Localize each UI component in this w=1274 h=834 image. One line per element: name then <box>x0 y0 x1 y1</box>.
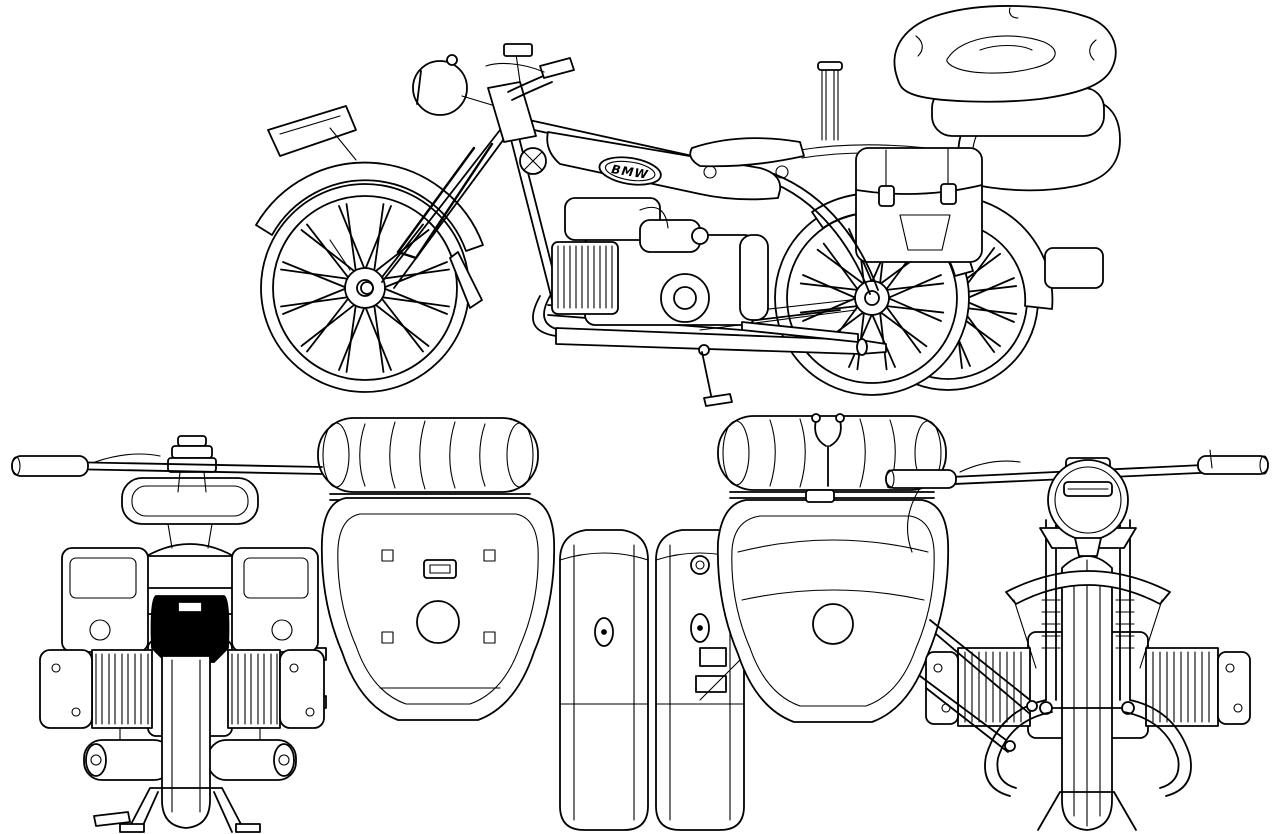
sidecar-wheel-rear <box>559 529 649 831</box>
exhaust <box>532 295 887 356</box>
left-pannier-box <box>61 547 149 653</box>
sidecar-mount-posts <box>817 61 843 141</box>
saddle-seat <box>689 137 805 179</box>
airbox <box>564 197 661 241</box>
sidecar-luggage-roll-rear <box>317 417 539 493</box>
front-wheel-spokes <box>280 203 450 373</box>
right-cylinder-front <box>1145 647 1251 727</box>
front-fender <box>255 105 484 309</box>
left-valve-cover <box>39 649 93 729</box>
engine <box>503 109 769 326</box>
saddle-rear <box>121 477 259 549</box>
front-mudflap-plate <box>267 105 357 157</box>
rear-view-drawing <box>11 417 649 833</box>
headlight-front <box>1047 459 1129 557</box>
side-view-drawing: BMW <box>255 5 1121 407</box>
front-view-drawing <box>655 413 1269 831</box>
right-cylinder-rear <box>227 649 325 729</box>
sidecar-fender <box>967 198 1104 310</box>
right-pannier-box <box>231 547 319 653</box>
center-stand-front <box>1037 791 1137 831</box>
center-stand-rear <box>93 787 261 833</box>
rear-tire <box>161 655 211 829</box>
front-fork <box>329 81 537 295</box>
handlebar-grip <box>539 57 575 79</box>
sidecar-seat <box>893 5 1117 137</box>
fender-shadow <box>150 595 230 663</box>
kickstand <box>698 344 733 407</box>
tank-badge: BMW <box>598 156 662 186</box>
sidecar-body-front <box>695 489 950 723</box>
left-cylinder-rear <box>39 649 153 729</box>
sidecar-cushion <box>893 5 1117 103</box>
mufflers-rear <box>83 727 297 781</box>
right-valve-cover <box>279 649 325 729</box>
front-tire <box>1061 555 1113 831</box>
headlight <box>412 54 493 116</box>
horn <box>519 147 547 175</box>
saddlebag <box>855 147 983 263</box>
cylinder <box>551 241 619 315</box>
fuel-tank: BMW <box>546 131 782 201</box>
sidecar-struts <box>919 619 1038 753</box>
handlebar-rear <box>11 453 323 477</box>
tank-badge-text: BMW <box>610 162 649 182</box>
handlebar-side <box>485 43 575 101</box>
sidecar-body-rear <box>295 497 556 721</box>
sidecar-handle <box>811 413 845 487</box>
front-fender-front <box>1005 570 1171 669</box>
